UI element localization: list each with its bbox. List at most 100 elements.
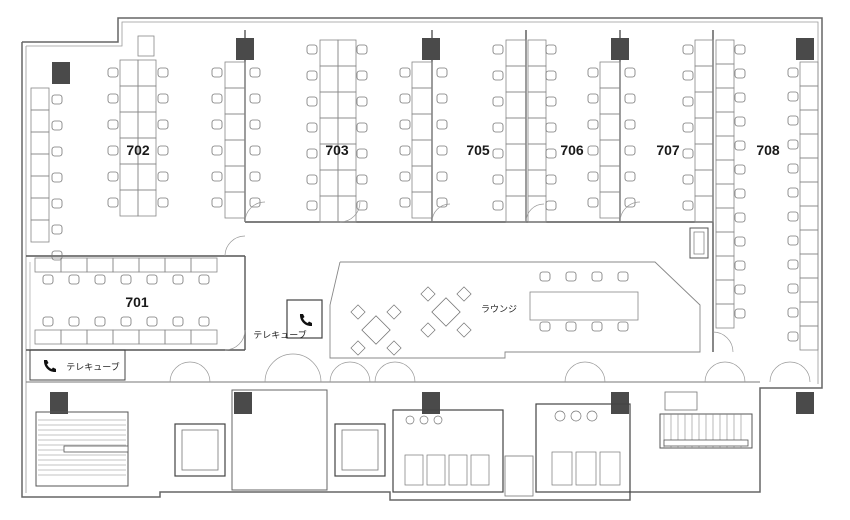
chair xyxy=(587,171,599,182)
lounge-chair xyxy=(456,322,472,338)
pillar xyxy=(611,392,629,414)
desk xyxy=(694,117,714,145)
chair xyxy=(545,148,557,159)
chair xyxy=(172,316,184,327)
desk xyxy=(799,205,819,231)
desk xyxy=(319,169,339,197)
counter xyxy=(664,391,698,411)
desk xyxy=(30,219,50,243)
door-swing xyxy=(431,203,451,223)
desk xyxy=(527,117,547,145)
chair xyxy=(107,67,119,78)
desk xyxy=(34,329,62,345)
chair xyxy=(51,172,63,183)
desk xyxy=(224,87,246,115)
chair xyxy=(734,140,746,151)
desk xyxy=(715,303,735,329)
sink xyxy=(419,415,429,425)
chair xyxy=(787,283,799,294)
room-label-705: 705 xyxy=(466,142,490,158)
chair xyxy=(565,271,577,282)
chair xyxy=(436,197,448,208)
desk xyxy=(138,257,166,273)
chair xyxy=(157,197,169,208)
chair xyxy=(306,70,318,81)
desk xyxy=(337,39,357,67)
chair xyxy=(211,119,223,130)
chair xyxy=(120,316,132,327)
pillar xyxy=(236,38,254,60)
chair xyxy=(682,122,694,133)
core-shaft xyxy=(231,389,328,491)
chair xyxy=(545,96,557,107)
sink xyxy=(586,410,598,422)
desk xyxy=(164,329,192,345)
utility xyxy=(504,455,534,497)
desk xyxy=(411,165,433,193)
toilet-stall xyxy=(470,454,490,486)
chair xyxy=(624,145,636,156)
chair xyxy=(436,93,448,104)
desk xyxy=(715,111,735,137)
chair xyxy=(51,224,63,235)
pillar xyxy=(611,38,629,60)
chair xyxy=(157,93,169,104)
chair xyxy=(591,321,603,332)
desk xyxy=(527,91,547,119)
chair xyxy=(787,91,799,102)
chair xyxy=(306,44,318,55)
restroom xyxy=(392,409,504,493)
toilet-stall xyxy=(599,451,621,486)
chair xyxy=(436,119,448,130)
chair xyxy=(146,274,158,285)
walls xyxy=(21,17,823,501)
chair xyxy=(734,68,746,79)
pillar xyxy=(50,392,68,414)
lounge-chair xyxy=(386,304,402,320)
chair xyxy=(107,93,119,104)
desk xyxy=(599,61,621,89)
door-swing xyxy=(374,361,396,383)
chair xyxy=(591,271,603,282)
chair xyxy=(734,116,746,127)
desk xyxy=(138,329,166,345)
chair xyxy=(51,94,63,105)
door-swing xyxy=(169,361,191,383)
vending xyxy=(689,227,709,259)
desk xyxy=(119,163,139,191)
pillar xyxy=(422,392,440,414)
desk xyxy=(715,207,735,233)
lounge-chair xyxy=(350,304,366,320)
desk xyxy=(505,117,527,145)
pillar xyxy=(796,392,814,414)
desk xyxy=(224,61,246,89)
chair xyxy=(734,188,746,199)
chair xyxy=(211,197,223,208)
chair xyxy=(356,148,368,159)
elevator-car xyxy=(181,429,219,471)
chair xyxy=(682,148,694,159)
desk xyxy=(599,165,621,193)
chair xyxy=(682,96,694,107)
desk xyxy=(599,113,621,141)
telebooth xyxy=(286,299,323,339)
pillar xyxy=(234,392,252,414)
toilet-stall xyxy=(575,451,597,486)
door-swing xyxy=(584,361,606,383)
door-swing xyxy=(339,201,361,223)
desk xyxy=(137,85,157,113)
door-swing xyxy=(224,329,246,351)
chair xyxy=(51,250,63,261)
desk xyxy=(164,257,192,273)
chair xyxy=(51,120,63,131)
chair xyxy=(120,274,132,285)
desk xyxy=(224,191,246,219)
desk xyxy=(505,65,527,93)
chair xyxy=(399,119,411,130)
chair xyxy=(306,174,318,185)
desk xyxy=(86,329,114,345)
chair xyxy=(734,260,746,271)
chair xyxy=(211,67,223,78)
outer-wall xyxy=(21,17,823,501)
